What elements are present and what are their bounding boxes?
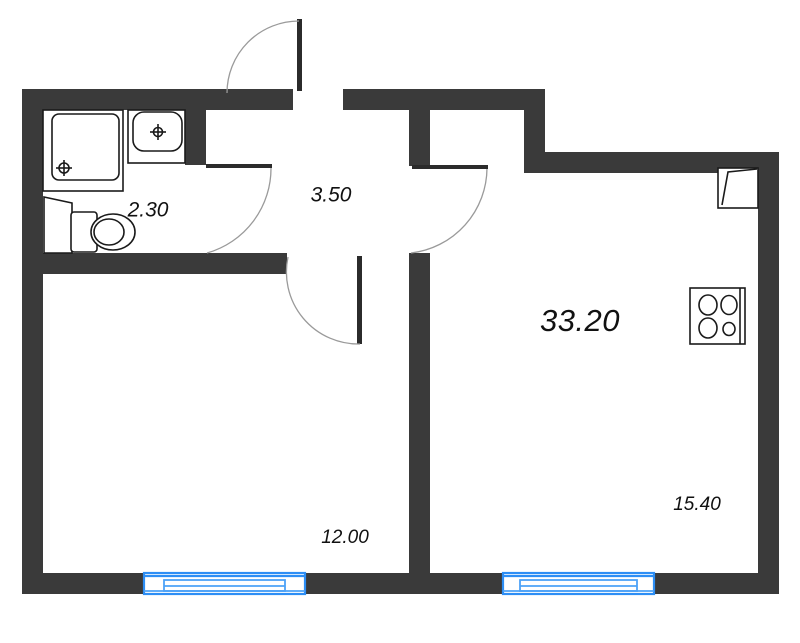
shower-tray <box>42 109 124 192</box>
shower-tray-outer <box>42 109 124 192</box>
wall-hall-stub-right <box>409 253 430 274</box>
cooktop-burner-2 <box>720 294 738 316</box>
bedroom-window-outer <box>142 571 307 596</box>
wall-top-right <box>343 89 545 110</box>
toilet-bowl <box>90 213 136 251</box>
wall-bathroom-right <box>185 110 206 165</box>
living-room-window-outer <box>501 571 656 596</box>
wall-bathroom-bottom <box>43 253 206 274</box>
wall-bottom-right <box>654 573 779 594</box>
bedroom-door-leaf <box>357 256 362 344</box>
fixtures <box>42 109 746 345</box>
bathroom-area-label: 2.30 <box>127 199 169 222</box>
wall-top-step-vertical <box>524 89 545 162</box>
cooktop-burner-4 <box>722 321 736 337</box>
bathroom-door-leaf <box>206 164 272 168</box>
wall-hall-bedroom <box>206 253 287 274</box>
walls <box>22 19 779 594</box>
balcony-door <box>717 167 759 209</box>
balcony-door-frame <box>717 167 759 209</box>
washbasin-bowl <box>132 111 183 152</box>
entrance-door-swing <box>226 20 300 94</box>
bedroom-area-label: 12.00 <box>321 527 369 548</box>
living-room-door-leaf <box>412 165 488 169</box>
area-labels: 2.30 3.50 12.00 15.40 33.20 <box>127 184 722 548</box>
living-room-door-swing <box>410 167 488 254</box>
entrance-door-leaf <box>297 19 302 91</box>
windows <box>142 571 656 596</box>
wall-bottom-left <box>22 573 144 594</box>
wall-upper-right-horizontal <box>524 152 779 173</box>
wall-left-outer <box>22 89 43 594</box>
wall-hall-living-upper <box>409 89 430 166</box>
cooktop-burner-3 <box>698 317 718 339</box>
cooktop-burner-1 <box>698 294 718 316</box>
wall-right-outer <box>758 152 779 594</box>
shower-drain-icon <box>56 160 72 176</box>
doors <box>206 20 759 345</box>
cooktop <box>689 287 746 345</box>
toilet <box>43 196 136 254</box>
washbasin <box>127 109 186 164</box>
wall-bottom-middle <box>305 573 503 594</box>
toilet-cistern <box>43 196 73 254</box>
bedroom-door-swing <box>285 256 361 345</box>
living-room-window <box>501 571 656 596</box>
bathroom-door-swing <box>206 166 272 254</box>
living-room-area-label: 15.40 <box>673 494 721 515</box>
toilet-bowl-inner <box>93 218 125 246</box>
balcony-door-leaf-line <box>721 168 758 206</box>
wall-top-left <box>22 89 293 110</box>
hall-area-label: 3.50 <box>311 184 352 207</box>
shower-tray-inner <box>51 113 120 181</box>
washbasin-drain-icon <box>150 124 166 140</box>
total-area-label: 33.20 <box>540 303 620 338</box>
cooktop-body <box>689 287 746 345</box>
bedroom-window <box>142 571 307 596</box>
wall-bedroom-livingroom <box>409 253 430 594</box>
